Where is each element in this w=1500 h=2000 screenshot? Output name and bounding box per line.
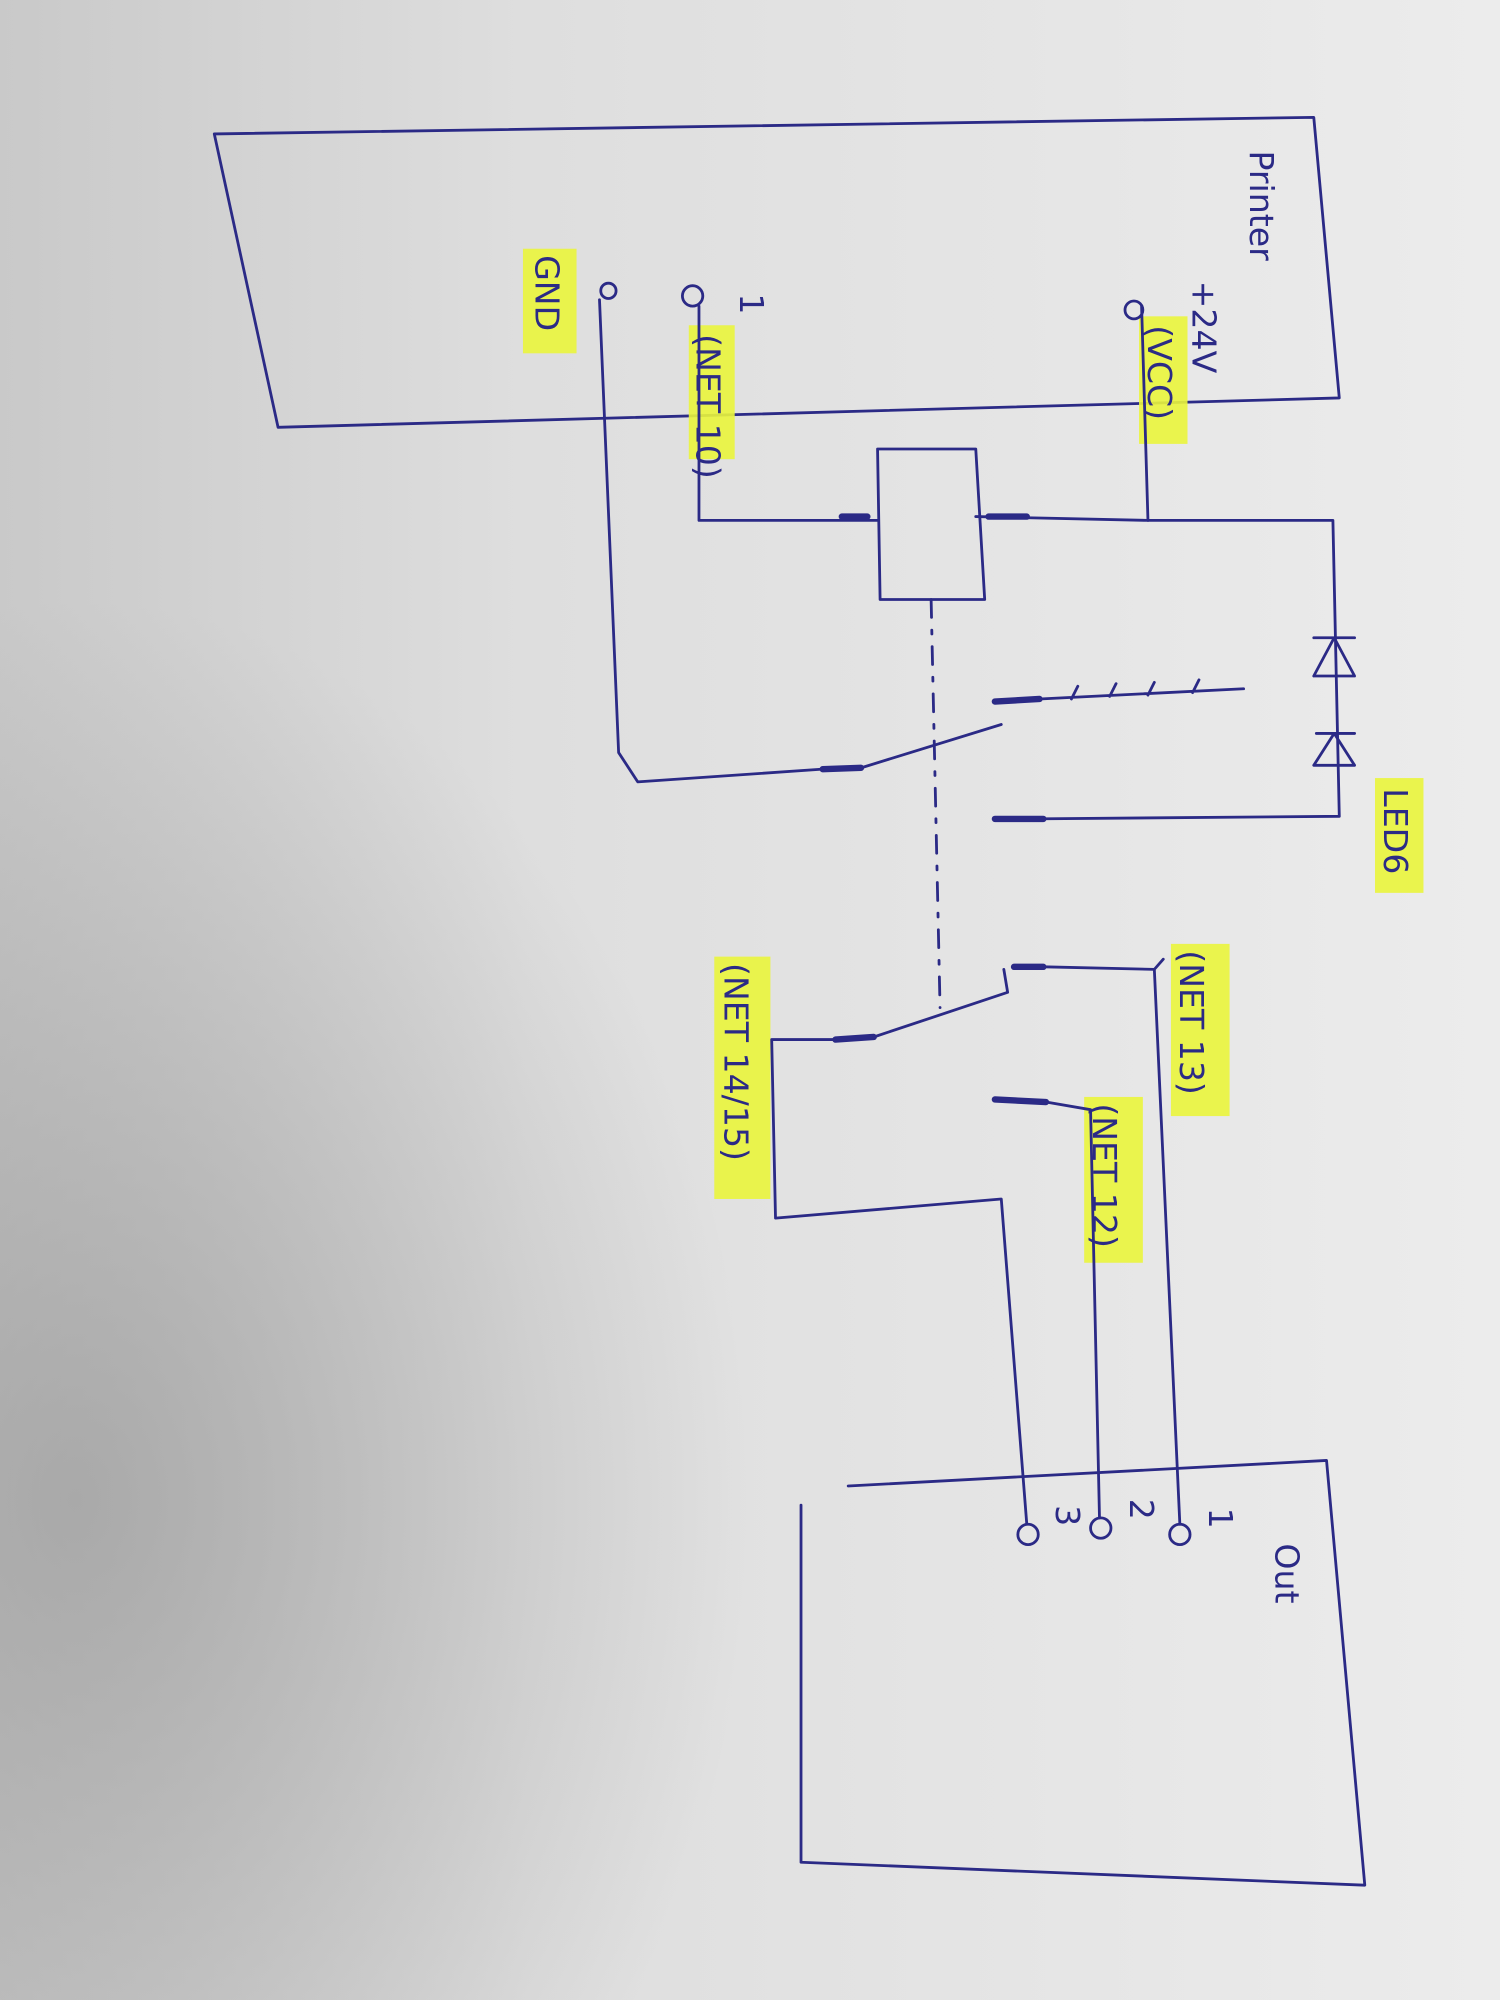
switch1-blade bbox=[859, 723, 1003, 770]
pin1-terminal bbox=[680, 284, 705, 308]
net12-wire bbox=[1044, 1100, 1101, 1520]
out-box bbox=[799, 1459, 1367, 1887]
gnd-label: GND bbox=[528, 255, 567, 331]
led6-label: LED6 bbox=[1376, 788, 1415, 874]
gnd-wire bbox=[598, 298, 825, 784]
net13-wire bbox=[1041, 957, 1182, 1526]
led6-highlight bbox=[1375, 778, 1424, 893]
out-pin-3-label: 3 bbox=[1048, 1505, 1087, 1526]
pin1-number: 1 bbox=[732, 293, 771, 314]
net10-highlight bbox=[688, 325, 735, 460]
net13-highlight bbox=[1170, 943, 1230, 1117]
led-diode-1 bbox=[1312, 636, 1356, 678]
out-pin-1-label: 1 bbox=[1201, 1508, 1240, 1529]
out-pin-1 bbox=[1168, 1522, 1192, 1547]
switch2-blade bbox=[872, 967, 1010, 1039]
led-diode-2 bbox=[1312, 732, 1356, 767]
out-pin-2 bbox=[1089, 1516, 1113, 1540]
vcc-wire bbox=[1031, 304, 1341, 821]
switch2-contacts bbox=[832, 963, 1050, 1106]
net14-15-highlight bbox=[714, 956, 771, 1199]
out-pin-2-label: 2 bbox=[1122, 1499, 1161, 1520]
switch1-ladder bbox=[1038, 678, 1246, 701]
net14-15-label: (NET 14/15) bbox=[716, 963, 755, 1161]
printer-box bbox=[212, 115, 1341, 429]
vcc-highlight bbox=[1139, 316, 1188, 444]
relay-coil bbox=[876, 447, 987, 601]
printer-title: Printer bbox=[1242, 151, 1281, 262]
switch1-contacts bbox=[819, 695, 1047, 823]
vcc-voltage-label: +24V bbox=[1185, 281, 1224, 374]
relay-linkage bbox=[929, 598, 942, 1010]
net12-label: (NET 12) bbox=[1085, 1103, 1124, 1248]
pin1-net-label: (NET 10) bbox=[688, 334, 727, 479]
net13-label: (NET 13) bbox=[1172, 950, 1211, 1095]
gnd-highlight bbox=[522, 248, 577, 354]
net14-15-wire bbox=[770, 1038, 1029, 1526]
vcc-net-label: (VCC) bbox=[1140, 325, 1179, 420]
out-pin-3 bbox=[1016, 1522, 1040, 1547]
out-title: Out bbox=[1268, 1543, 1307, 1603]
gnd-pin bbox=[599, 281, 618, 300]
